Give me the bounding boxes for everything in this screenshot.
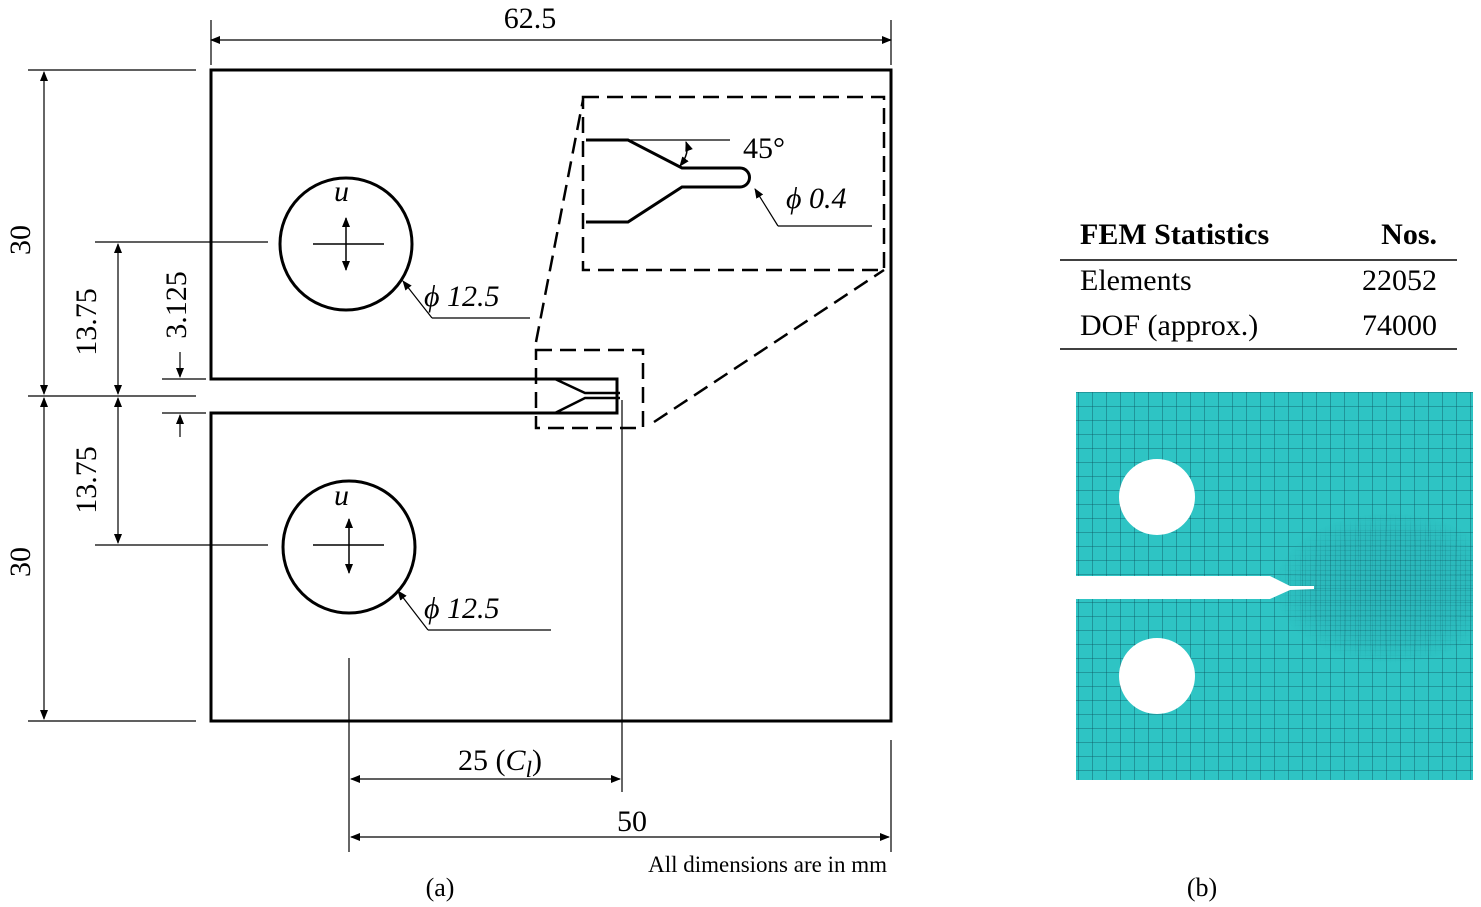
zoom-box-small <box>534 348 645 430</box>
specimen-outline <box>209 68 893 723</box>
zoom-connector-right <box>653 268 885 424</box>
caption-a: (a) <box>426 873 455 902</box>
lower-load-arrow <box>313 518 384 574</box>
upper-pin-offset-label: 13.75 <box>70 288 103 356</box>
caption-b: (b) <box>1187 873 1217 902</box>
angle-arc <box>679 141 693 167</box>
units-note: All dimensions are in mm <box>648 852 887 877</box>
upper-load-arrow <box>313 217 384 271</box>
notch-detail <box>586 138 751 224</box>
notch-width-label: 3.125 <box>160 271 193 339</box>
tip-diameter-label: ϕ 0.4 <box>786 182 847 215</box>
upper-load-label: u <box>334 175 349 208</box>
upper-hole-label: ϕ 12.5 <box>424 280 500 313</box>
table-row-label: Elements <box>1080 264 1192 297</box>
fem-statistics-table: FEM Statistics Nos. Elements 22052 DOF (… <box>1060 218 1457 350</box>
table-row-value: 22052 <box>1362 264 1437 297</box>
upper-height-label: 30 <box>4 225 37 255</box>
table-row-label: DOF (approx.) <box>1080 309 1258 342</box>
tip-leader <box>754 188 779 227</box>
table-row-value: 74000 <box>1362 309 1437 342</box>
lower-hole-label: ϕ 12.5 <box>424 592 500 625</box>
zoom-box-large <box>581 95 886 272</box>
crack-length-label: 25 (Cl) <box>458 744 542 782</box>
lower-pin-offset-label: 13.75 <box>70 446 103 514</box>
upper-hole-leader <box>402 280 433 319</box>
zoom-connector-left <box>534 99 585 343</box>
overall-width-label: 62.5 <box>504 2 557 35</box>
mesh-lower-hole <box>1119 638 1195 714</box>
fem-mesh-image: (b) <box>1076 392 1473 902</box>
table-header-stat: FEM Statistics <box>1080 218 1269 251</box>
lower-height-label: 30 <box>4 547 37 577</box>
table-header-nos: Nos. <box>1381 218 1437 251</box>
notch-angle-label: 45° <box>743 132 785 165</box>
specimen-drawing: u u 45° ϕ 0.4 62.5 30 30 13.75 <box>4 2 893 902</box>
mesh-notch <box>1076 576 1314 599</box>
lower-load-label: u <box>334 479 349 512</box>
pin-to-edge-label: 50 <box>617 805 647 838</box>
mesh-upper-hole <box>1119 459 1195 535</box>
lower-hole-leader <box>397 590 429 631</box>
notch-profile <box>538 377 620 415</box>
